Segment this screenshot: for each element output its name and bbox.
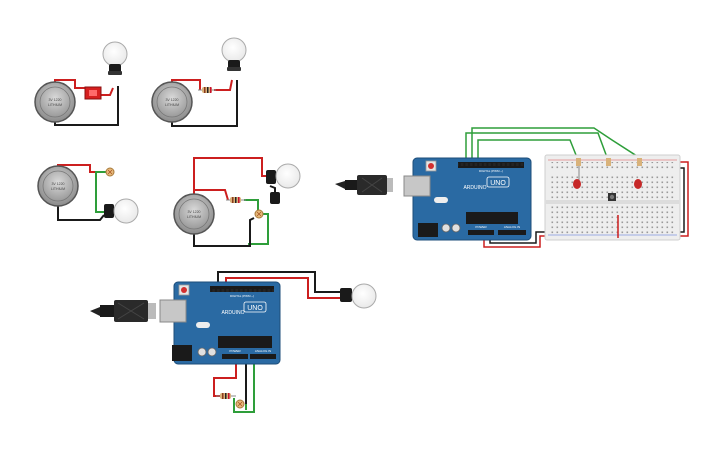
light-bulb[interactable]: [221, 37, 247, 71]
usb-cable[interactable]: [90, 300, 156, 322]
resistor[interactable]: [198, 87, 216, 93]
resistor[interactable]: [226, 197, 246, 203]
green-wire: [233, 358, 255, 413]
battery-label: 3V 1220: [51, 182, 64, 186]
atmega-chip: [218, 336, 272, 348]
arduino-uno-board[interactable]: DIGITAL (PWM ~) ARDUINO UNO POWER ANALOG…: [403, 157, 532, 241]
arduino-model: UNO: [247, 305, 263, 312]
arduino-model: UNO: [490, 180, 506, 187]
resistor[interactable]: [637, 158, 642, 166]
crystal: [196, 322, 210, 328]
battery-label: 3V 1220: [165, 98, 178, 102]
red-wire: [225, 277, 342, 299]
arduino-circuit-bottom: DIGITAL (PWM ~) ARDUINO UNO POWER ANALOG…: [90, 271, 377, 413]
black-wire: [57, 205, 105, 221]
bulb-socket[interactable]: [270, 192, 280, 204]
light-bulb[interactable]: [102, 41, 128, 75]
power-header-label: POWER: [229, 349, 241, 353]
light-bulb[interactable]: [104, 198, 139, 224]
green-wire: [477, 139, 579, 162]
battery-label: LITHIUM: [51, 187, 65, 191]
push-button[interactable]: [608, 193, 616, 201]
light-bulb[interactable]: [340, 283, 377, 309]
battery-label: LITHIUM: [165, 103, 179, 107]
green-wire: [244, 199, 259, 210]
resistor[interactable]: [606, 158, 611, 166]
arduino-circuit-right: DIGITAL (PWM ~) ARDUINO UNO POWER ANALOG…: [335, 127, 689, 248]
photoresistor[interactable]: [235, 399, 245, 409]
battery-label: 3V 1220: [48, 98, 61, 102]
reset-button-cap: [181, 287, 187, 293]
arduino-brand: ARDUINO: [221, 310, 244, 316]
coin-battery[interactable]: 3V 1220 LITHIUM: [173, 193, 215, 235]
coin-battery[interactable]: 3V 1220 LITHIUM: [151, 81, 193, 123]
power-jack: [418, 223, 438, 237]
slide-switch[interactable]: [84, 86, 102, 100]
analog-header: [250, 354, 276, 359]
circuit-1: 3V 1220 LITHIUM: [34, 41, 128, 126]
arduino-uno-board[interactable]: DIGITAL (PWM ~) ARDUINO UNO POWER ANALOG…: [159, 281, 281, 365]
digital-header-pins: [210, 286, 274, 292]
atmega-chip: [466, 212, 518, 224]
red-wire: [193, 189, 229, 201]
battery-label: 3V 1220: [187, 210, 200, 214]
photoresistor[interactable]: [254, 209, 264, 219]
usb-port: [159, 299, 187, 323]
light-bulb[interactable]: [266, 163, 301, 189]
green-wire: [465, 132, 609, 162]
photoresistor[interactable]: [105, 167, 115, 177]
analog-header: [498, 230, 526, 235]
power-header: [468, 230, 494, 235]
red-led[interactable]: [573, 179, 581, 189]
analog-header-label: ANALOG IN: [504, 225, 520, 229]
battery-label: LITHIUM: [48, 103, 62, 107]
red-wire: [193, 157, 268, 196]
black-wire: [193, 217, 255, 247]
battery-label: LITHIUM: [187, 215, 201, 219]
power-header-label: POWER: [475, 225, 487, 229]
resistor[interactable]: [576, 158, 581, 166]
power-jack: [172, 345, 192, 361]
usb-cable[interactable]: [335, 175, 393, 195]
coin-battery[interactable]: 3V 1220 LITHIUM: [37, 165, 79, 207]
power-header: [222, 354, 248, 359]
circuit-2: 3V 1220 LITHIUM: [151, 37, 247, 127]
resistor[interactable]: [216, 393, 236, 399]
red-wire: [214, 79, 233, 91]
red-wire: [483, 233, 548, 248]
capacitor: [441, 223, 451, 233]
digital-header-pins: [458, 162, 524, 168]
capacitor: [451, 223, 461, 233]
reset-button-cap: [428, 163, 434, 169]
red-led[interactable]: [634, 179, 642, 189]
usb-port: [403, 175, 431, 197]
crystal: [434, 197, 448, 203]
green-wire: [471, 127, 641, 162]
green-wire: [95, 171, 106, 213]
green-wire: [248, 213, 269, 245]
red-wire: [676, 161, 689, 237]
red-wire: [100, 87, 114, 96]
capacitor: [197, 347, 207, 357]
circuit-3: 3V 1220 LITHIUM: [37, 164, 139, 224]
coin-battery[interactable]: 3V 1220 LITHIUM: [34, 81, 76, 123]
black-wire: [217, 271, 342, 293]
digital-header-label: DIGITAL (PWM ~): [230, 294, 254, 298]
arduino-brand: ARDUINO: [463, 185, 486, 191]
capacitor: [207, 347, 217, 357]
analog-header-label: ANALOG IN: [255, 349, 271, 353]
circuit-4: 3V 1220 LITHIUM: [173, 157, 301, 247]
digital-header-label: DIGITAL (PWM ~): [479, 169, 503, 173]
